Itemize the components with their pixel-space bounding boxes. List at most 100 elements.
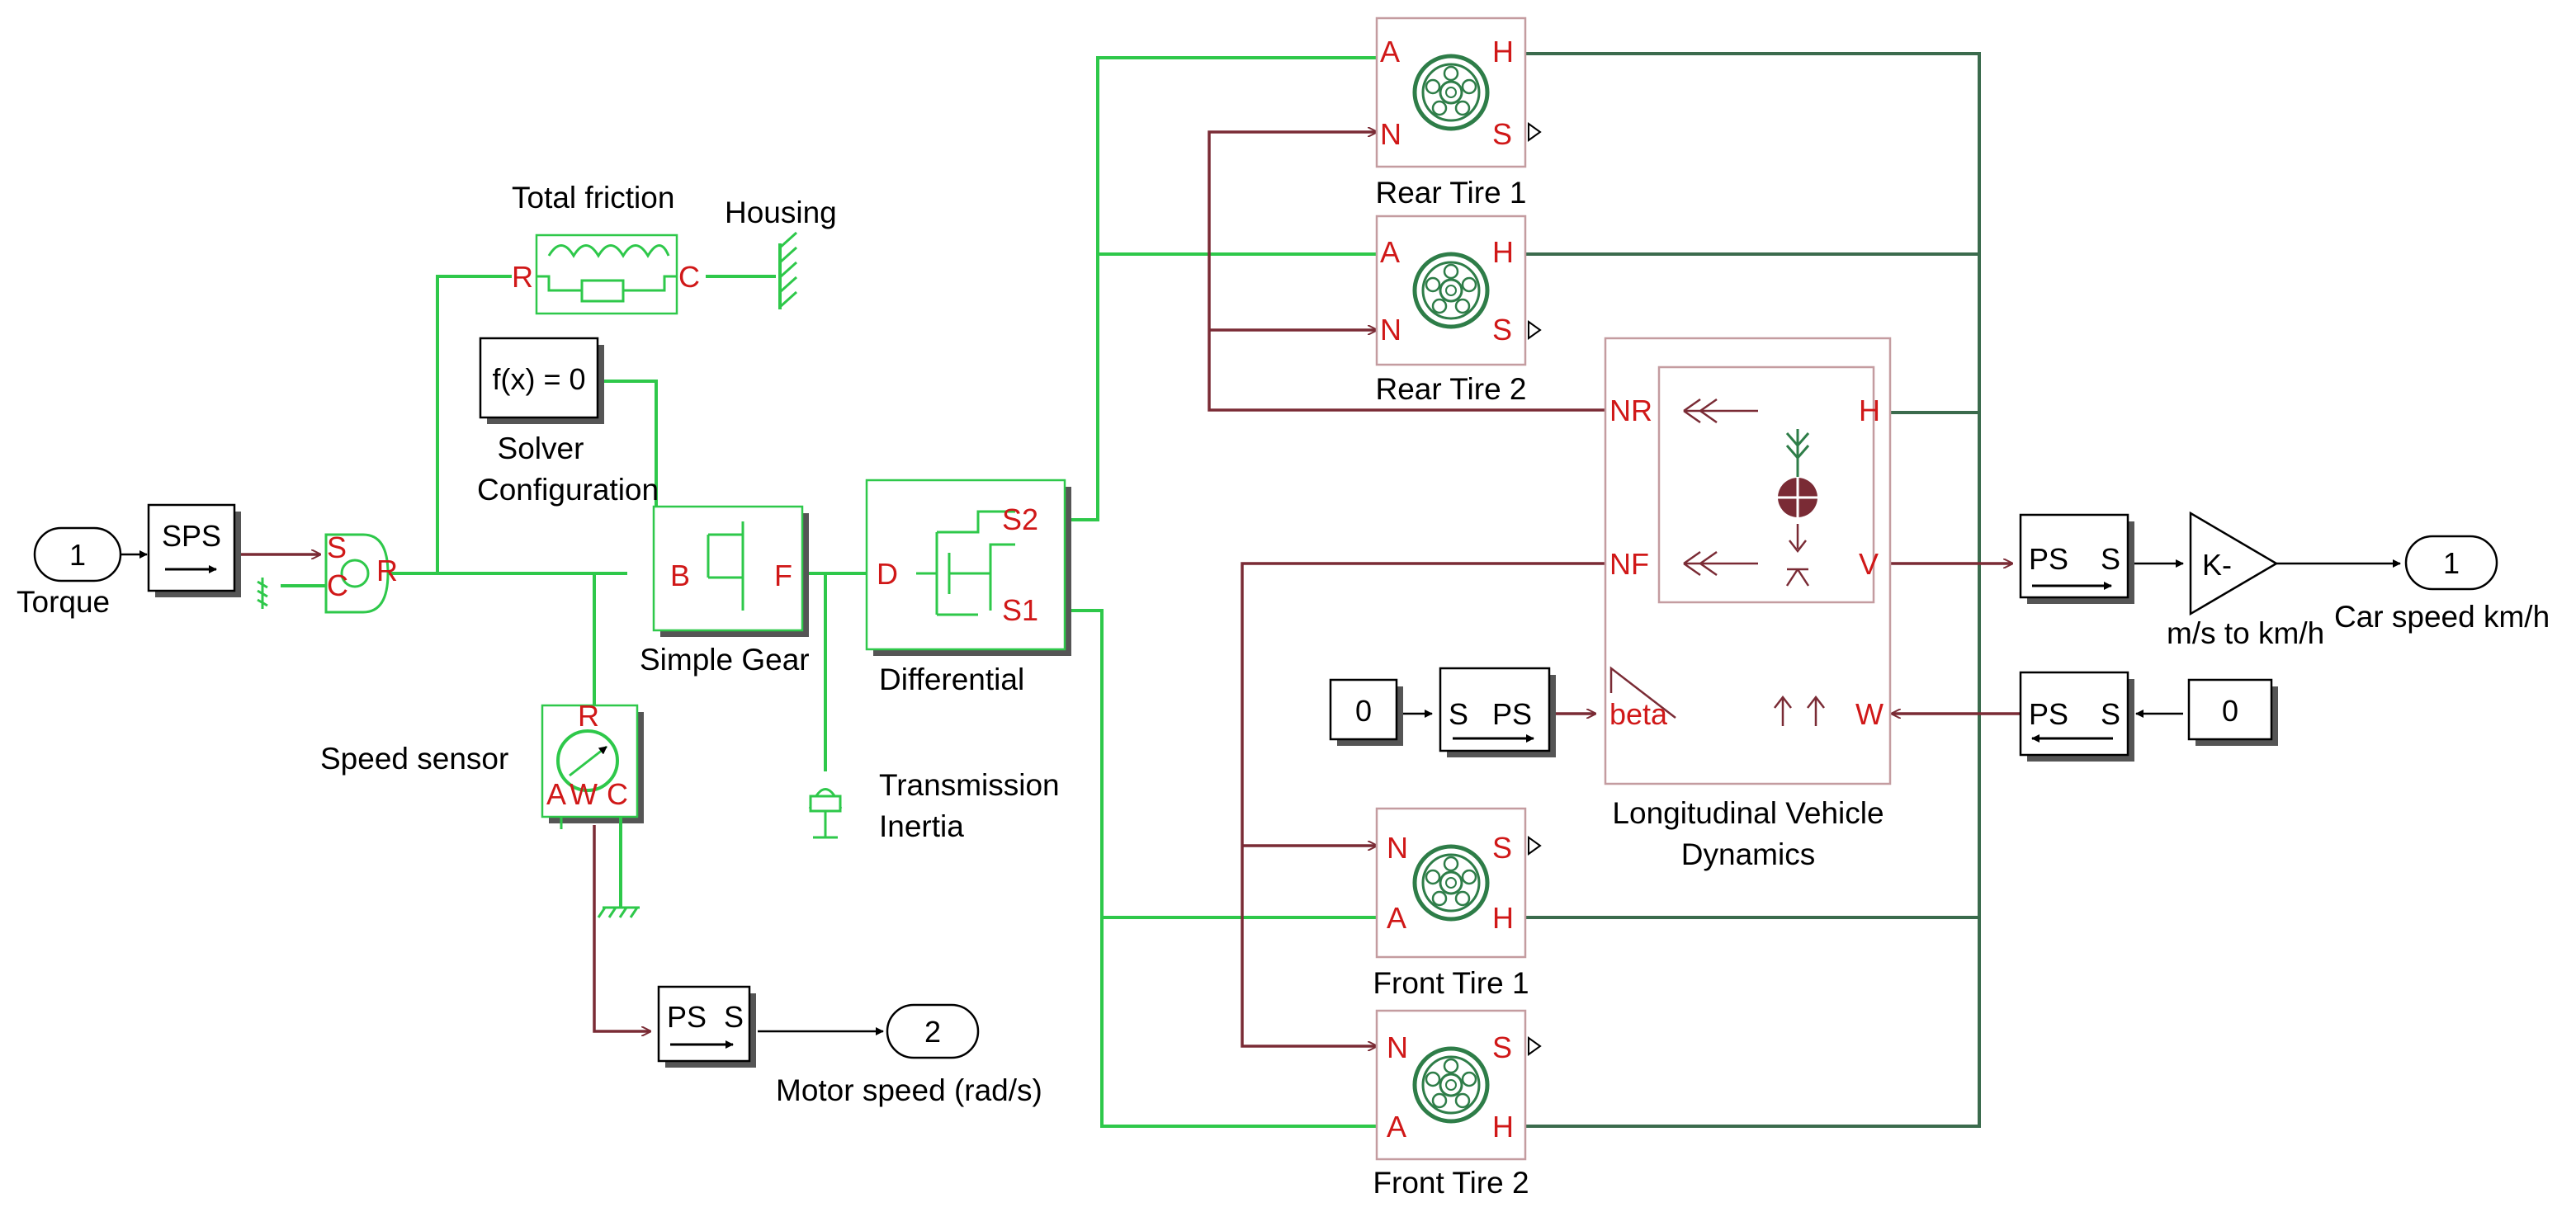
ps-motor-right: S — [724, 1000, 744, 1034]
diff-port-s1: S1 — [1002, 593, 1038, 627]
ps-car-left: PS — [2029, 542, 2068, 576]
sensor-port-c: C — [607, 777, 628, 811]
ft2-h: H — [1492, 1110, 1514, 1144]
front-tire-2-block[interactable]: N S A H — [1375, 1009, 1542, 1161]
ground-connections — [1525, 52, 1981, 1128]
transmission-inertia-label-2: Inertia — [879, 809, 964, 843]
solver-label-1: Solver — [497, 432, 584, 465]
ft2-a: A — [1387, 1110, 1406, 1144]
ps-wind-right: S — [2101, 697, 2120, 731]
sps-beta-right: PS — [1492, 697, 1532, 731]
rt2-a: A — [1380, 235, 1400, 269]
inport-torque[interactable]: 1 — [33, 526, 122, 582]
const-beta-value: 0 — [1355, 694, 1372, 728]
friction-port-r: R — [512, 260, 533, 294]
rt1-h: H — [1492, 35, 1514, 68]
ps-car-right: S — [2101, 542, 2120, 576]
front-tire-2-label: Front Tire 2 — [1373, 1166, 1529, 1200]
gain-text: K- — [2202, 548, 2232, 582]
differential-label: Differential — [879, 663, 1025, 696]
total-friction-block[interactable]: R C — [512, 233, 700, 315]
ps-s-motor-block[interactable]: PS S — [657, 985, 756, 1068]
sensor-port-w: W — [570, 777, 598, 811]
rt2-s: S — [1492, 313, 1512, 347]
rear-tire-2-block[interactable]: A H N S — [1375, 215, 1542, 366]
const-wind-value: 0 — [2222, 694, 2238, 728]
lvd-port-w: W — [1855, 697, 1884, 731]
rear-tire-1-label: Rear Tire 1 — [1375, 176, 1527, 210]
physical-connections — [388, 56, 1387, 1128]
diff-port-d: D — [877, 557, 898, 591]
ps-wind-left: PS — [2029, 697, 2068, 731]
lvd-port-nf: NF — [1609, 547, 1649, 581]
constant-beta-block[interactable]: 0 — [1329, 678, 1403, 746]
svg-text:R: R — [376, 554, 398, 587]
inport-torque-number: 1 — [69, 538, 86, 572]
ps-motor-left: PS — [667, 1000, 707, 1034]
simple-gear-block[interactable]: B F — [652, 505, 809, 637]
signal-connections — [239, 132, 2022, 1046]
lvd-port-v: V — [1859, 547, 1879, 581]
longitudinal-vehicle-dynamics-block[interactable]: NR NF H V W beta — [1604, 337, 1892, 785]
total-friction-label: Total friction — [512, 181, 675, 215]
rt2-n: N — [1380, 313, 1401, 347]
outport-car-number: 1 — [2443, 546, 2460, 580]
gain-label: m/s to km/h — [2167, 616, 2325, 650]
sps-block[interactable]: SPS — [147, 503, 241, 597]
svg-text:C: C — [327, 568, 348, 602]
svg-text:S: S — [327, 531, 347, 564]
outport-car-label: Car speed km/h — [2334, 600, 2550, 634]
friction-port-c: C — [678, 260, 700, 294]
lvd-port-nr: NR — [1609, 394, 1652, 427]
lvd-port-beta: beta — [1609, 697, 1668, 731]
transmission-inertia-block[interactable] — [808, 788, 843, 839]
rear-tire-2-label: Rear Tire 2 — [1375, 372, 1527, 406]
diff-port-s2: S2 — [1002, 502, 1038, 536]
sps-block-text: SPS — [162, 519, 221, 553]
differential-block[interactable]: D S2 S1 — [865, 479, 1071, 656]
s-ps-beta-block[interactable]: S PS — [1439, 667, 1556, 757]
simple-gear-label: Simple Gear — [640, 643, 810, 677]
speed-sensor-label: Speed sensor — [320, 742, 509, 776]
front-tire-1-block[interactable]: N S A H — [1375, 807, 1542, 959]
solver-text: f(x) = 0 — [492, 362, 585, 396]
rear-tire-1-block[interactable]: A H N S — [1375, 17, 1542, 168]
outport-motor-label: Motor speed (rad/s) — [776, 1073, 1042, 1107]
sensor-port-r: R — [578, 699, 599, 733]
solver-configuration-block[interactable]: f(x) = 0 — [479, 337, 604, 424]
outport-motor-speed[interactable]: 2 — [886, 1003, 980, 1059]
outport-car-speed[interactable]: 1 — [2404, 535, 2498, 591]
lvd-port-h: H — [1859, 394, 1880, 427]
sps-beta-left: S — [1449, 697, 1468, 731]
rt2-h: H — [1492, 235, 1514, 269]
lvd-label-2: Dynamics — [1680, 837, 1816, 871]
ft1-n: N — [1387, 831, 1408, 865]
gear-port-b: B — [670, 559, 690, 592]
ft2-n: N — [1387, 1030, 1408, 1064]
torque-source-block[interactable]: S C R — [257, 531, 398, 614]
housing-ground — [778, 231, 798, 309]
front-tire-1-label: Front Tire 1 — [1373, 966, 1529, 1000]
black-signals — [121, 550, 2401, 1035]
outport-motor-number: 2 — [924, 1015, 941, 1049]
ft2-s: S — [1492, 1030, 1512, 1064]
constant-wind-block[interactable]: 0 — [2187, 678, 2278, 746]
housing-label: Housing — [725, 196, 837, 229]
ft1-a: A — [1387, 901, 1406, 935]
rt1-s: S — [1492, 117, 1512, 151]
solver-label-2: Configuration — [477, 473, 659, 507]
sensor-port-a: A — [546, 777, 566, 811]
rt1-n: N — [1380, 117, 1401, 151]
ps-s-car-block[interactable]: PS S — [2019, 513, 2134, 604]
ft1-h: H — [1492, 901, 1514, 935]
gear-port-f: F — [774, 559, 792, 592]
gain-block[interactable]: K- — [2189, 511, 2279, 616]
rt1-a: A — [1380, 35, 1400, 68]
inport-torque-label: Torque — [17, 585, 111, 619]
ps-s-wind-block[interactable]: PS S — [2019, 671, 2134, 762]
speed-sensor-block[interactable]: R A W C — [541, 699, 644, 918]
ft1-s: S — [1492, 831, 1512, 865]
transmission-inertia-label-1: Transmission — [879, 768, 1060, 802]
lvd-label-1: Longitudinal Vehicle — [1612, 796, 1884, 830]
